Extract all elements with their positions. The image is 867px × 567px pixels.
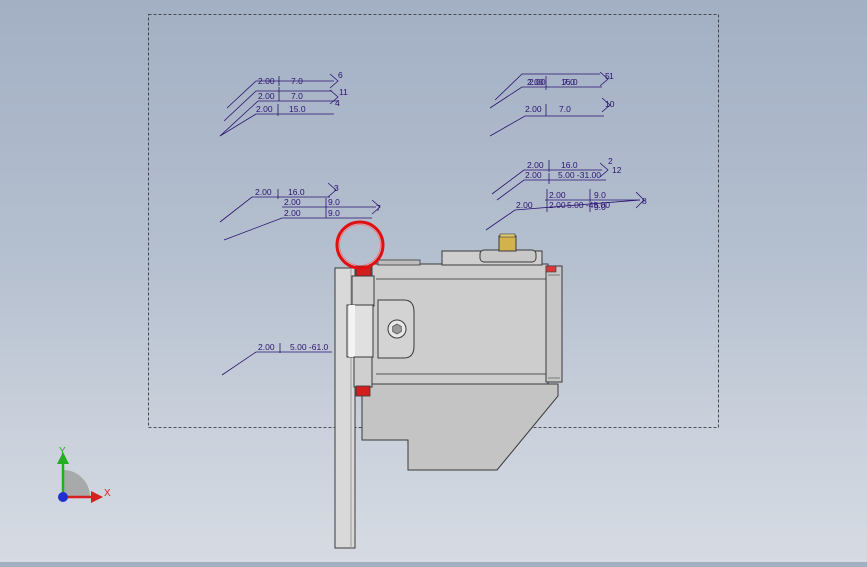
annotation-b3-id: 10	[605, 99, 615, 109]
pull-ring[interactable]	[335, 220, 385, 270]
annotation-e2-length: 5.00 -45.00	[567, 200, 610, 210]
annotation-b3-length: 7.0	[559, 104, 571, 114]
annotation-b2-size: 2.00	[529, 77, 546, 87]
weld-annotation-group-c[interactable]: 2.00 16.0 2 2.00 5.00 -31.00 12	[491, 156, 622, 201]
annotation-c1-size: 2.00	[527, 160, 544, 170]
annotation-e2-size: 2.00	[549, 200, 566, 210]
annotation-f1-length: 5.00 -61.0	[290, 342, 329, 352]
annotation-c2-length: 5.00 -31.00	[558, 170, 601, 180]
housing-end-cap	[545, 265, 563, 383]
mechanical-assembly[interactable]	[334, 220, 563, 549]
annotation-d2-size: 2.00	[284, 197, 301, 207]
annotation-e3-size: 2.00	[516, 200, 533, 210]
annotation-b1-size: 2.00	[527, 77, 544, 87]
annotation-a2-length: 7.0	[291, 91, 303, 101]
weld-annotation-group-a[interactable]: 2.00 7.0 6 2.00 7.0 11 2.00 15.0 4	[219, 70, 348, 137]
annotation-e1-length: 9.0	[594, 190, 606, 200]
y-axis-label: Y	[59, 446, 66, 457]
z-axis-dot	[58, 492, 68, 502]
annotation-c2-id: 12	[612, 165, 622, 175]
annotation-a3-size: 2.00	[256, 104, 273, 114]
annotation-b1-id: 5	[605, 71, 610, 81]
annotation-a3-length: 15.0	[289, 104, 306, 114]
annotation-a2-size: 2.00	[258, 91, 275, 101]
annotation-c1-id: 2	[608, 156, 613, 166]
annotation-b2-id: 1	[609, 71, 614, 81]
annotation-d1-length: 16.0	[288, 187, 305, 197]
annotation-e1-size: 2.00	[549, 190, 566, 200]
annotation-b2-length: 7.0	[563, 77, 575, 87]
annotation-a1-id: 6	[338, 70, 343, 80]
annotation-d2-id: 7	[376, 203, 381, 213]
annotation-c2-size: 2.00	[525, 170, 542, 180]
drive-shaft	[498, 235, 517, 252]
annotation-a1-length: 7.0	[291, 76, 303, 86]
weld-annotation-group-e[interactable]: 2.00 9.0 8 2.00 5.00 -45.00 2.00 9.0	[485, 189, 647, 231]
annotation-d2-length: 9.0	[328, 197, 340, 207]
annotation-e1-id: 8	[642, 196, 647, 206]
hinge-pin-lower	[355, 385, 371, 397]
annotation-d1-id: 3	[334, 183, 339, 193]
annotation-f1-size: 2.00	[258, 342, 275, 352]
coordinate-triad: Y X	[57, 446, 111, 503]
annotation-d3-size: 2.00	[284, 208, 301, 218]
annotation-d3-length: 9.0	[328, 208, 340, 218]
annotation-a3-id: 4	[335, 98, 340, 108]
annotation-c1-length: 16.0	[561, 160, 578, 170]
lower-bracket[interactable]	[361, 383, 559, 471]
annotation-b3-size: 2.00	[525, 104, 542, 114]
weld-annotation-group-f[interactable]: 2.00 5.00 -61.0	[221, 342, 332, 376]
weld-annotation-group-b[interactable]: 2.00 16.0 5 2.00 7.0 1 2.00 7.0 10	[489, 71, 615, 137]
weld-annotation-group-d[interactable]: 2.00 16.0 3 2.00 9.0 7 2.00 9.0	[219, 182, 381, 241]
annotation-a2-id: 11	[339, 87, 348, 97]
annotation-b1-length: 16.0	[561, 77, 578, 87]
annotation-d1-size: 2.00	[255, 187, 272, 197]
annotation-a1-size: 2.00	[258, 76, 275, 86]
annotation-e3-length: 9.0	[594, 202, 606, 212]
x-axis-label: X	[104, 488, 111, 499]
